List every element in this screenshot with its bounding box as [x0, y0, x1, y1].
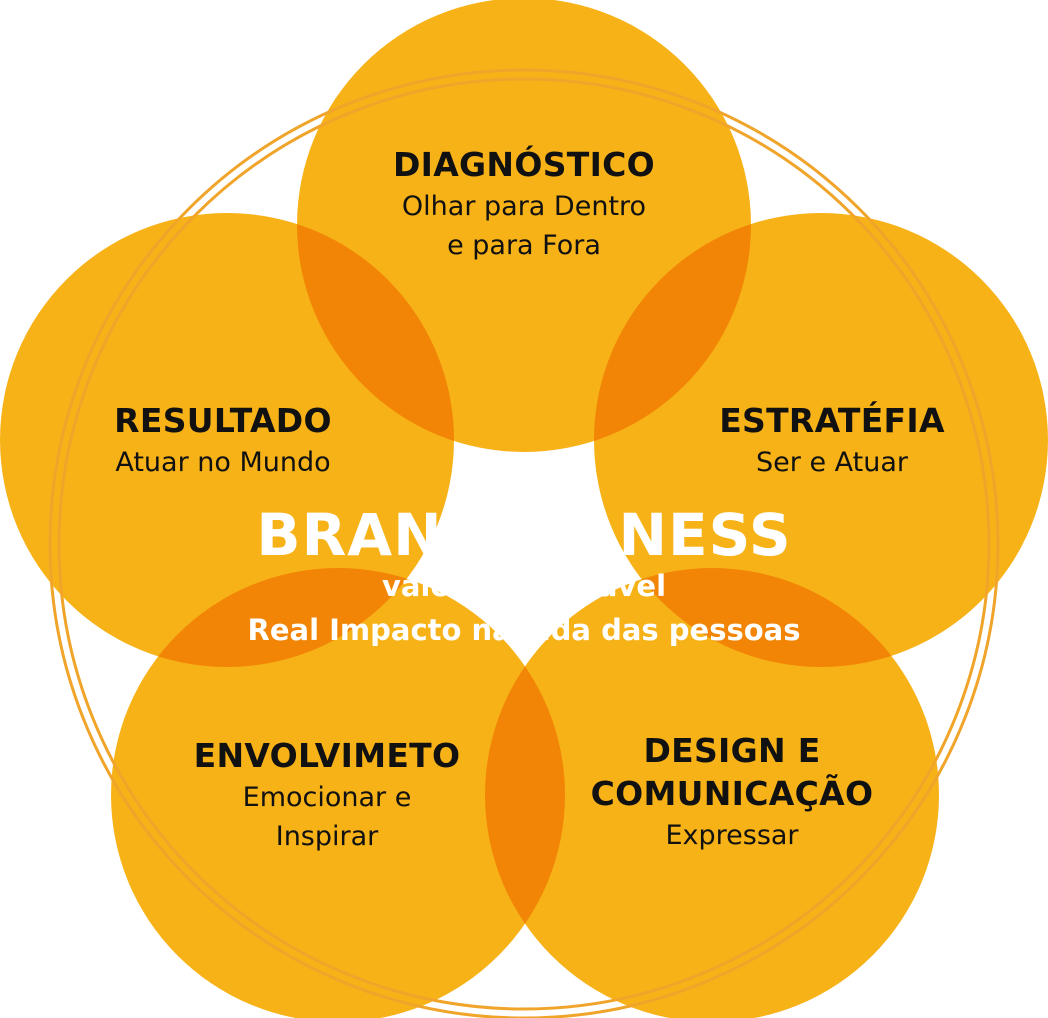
petal-resultado-label: RESULTADO Atuar no Mundo: [48, 400, 398, 482]
petal-envolvimento-label: ENVOLVIMETO Emocionar e Inspirar: [152, 735, 502, 856]
petal-envolvimento-subtitle: Emocionar e Inspirar: [242, 781, 412, 853]
petal-diagnostico-title: DIAGNÓSTICO: [392, 145, 656, 184]
petal-design-subtitle: Expressar: [665, 819, 799, 851]
center-title: BRANDFULNESS: [256, 501, 792, 569]
petal-circle-design: [485, 568, 939, 1018]
petal-resultado-title: RESULTADO: [114, 401, 332, 440]
petal-estrategia-subtitle: Ser e Atuar: [756, 446, 908, 478]
outer-ring: [48, 68, 1000, 1018]
petal-circle-envolvimento: [111, 568, 565, 1018]
petal-diagnostico-subtitle: Olhar para Dentro e para Fora: [401, 190, 647, 262]
petal-envolvimento-title: ENVOLVIMETO: [193, 736, 461, 775]
center-subtitle-line2: Real Impacto na vida das pessoas: [247, 613, 801, 647]
overlap-diagnostico-estrategia: [594, 213, 751, 452]
center-subtitle-line1: valor sustentável: [381, 569, 667, 603]
inner-ring: [57, 77, 991, 1011]
petal-resultado-subtitle: Atuar no Mundo: [115, 446, 331, 478]
petal-estrategia-title: ESTRATÉFIA: [719, 401, 945, 440]
overlap-resultado-diagnostico: [297, 213, 454, 452]
petal-design-title: DESIGN E COMUNICAÇÃO: [590, 731, 874, 813]
petal-diagnostico-label: DIAGNÓSTICO Olhar para Dentro e para For…: [340, 144, 708, 265]
petal-estrategia-label: ESTRATÉFIA Ser e Atuar: [657, 400, 1007, 482]
petal-design-label: DESIGN E COMUNICAÇÃO Expressar: [552, 730, 912, 855]
